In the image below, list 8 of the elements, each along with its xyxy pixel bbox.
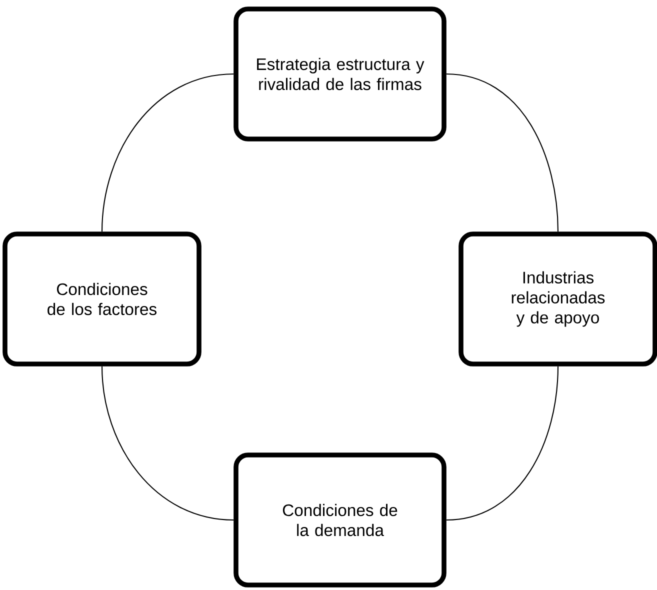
connector-arc [446,73,559,232]
connector-arc [446,366,559,521]
connector-arc [101,366,234,521]
connector-arc [101,73,234,232]
process-box: Condiciones de la demanda [234,452,446,588]
process-box: Industrias relacionadas y de apoyo [458,232,657,366]
process-box: Condiciones de los factores [2,232,202,366]
process-box: Estrategia estructura y rivalidad de las firmas [234,6,446,142]
